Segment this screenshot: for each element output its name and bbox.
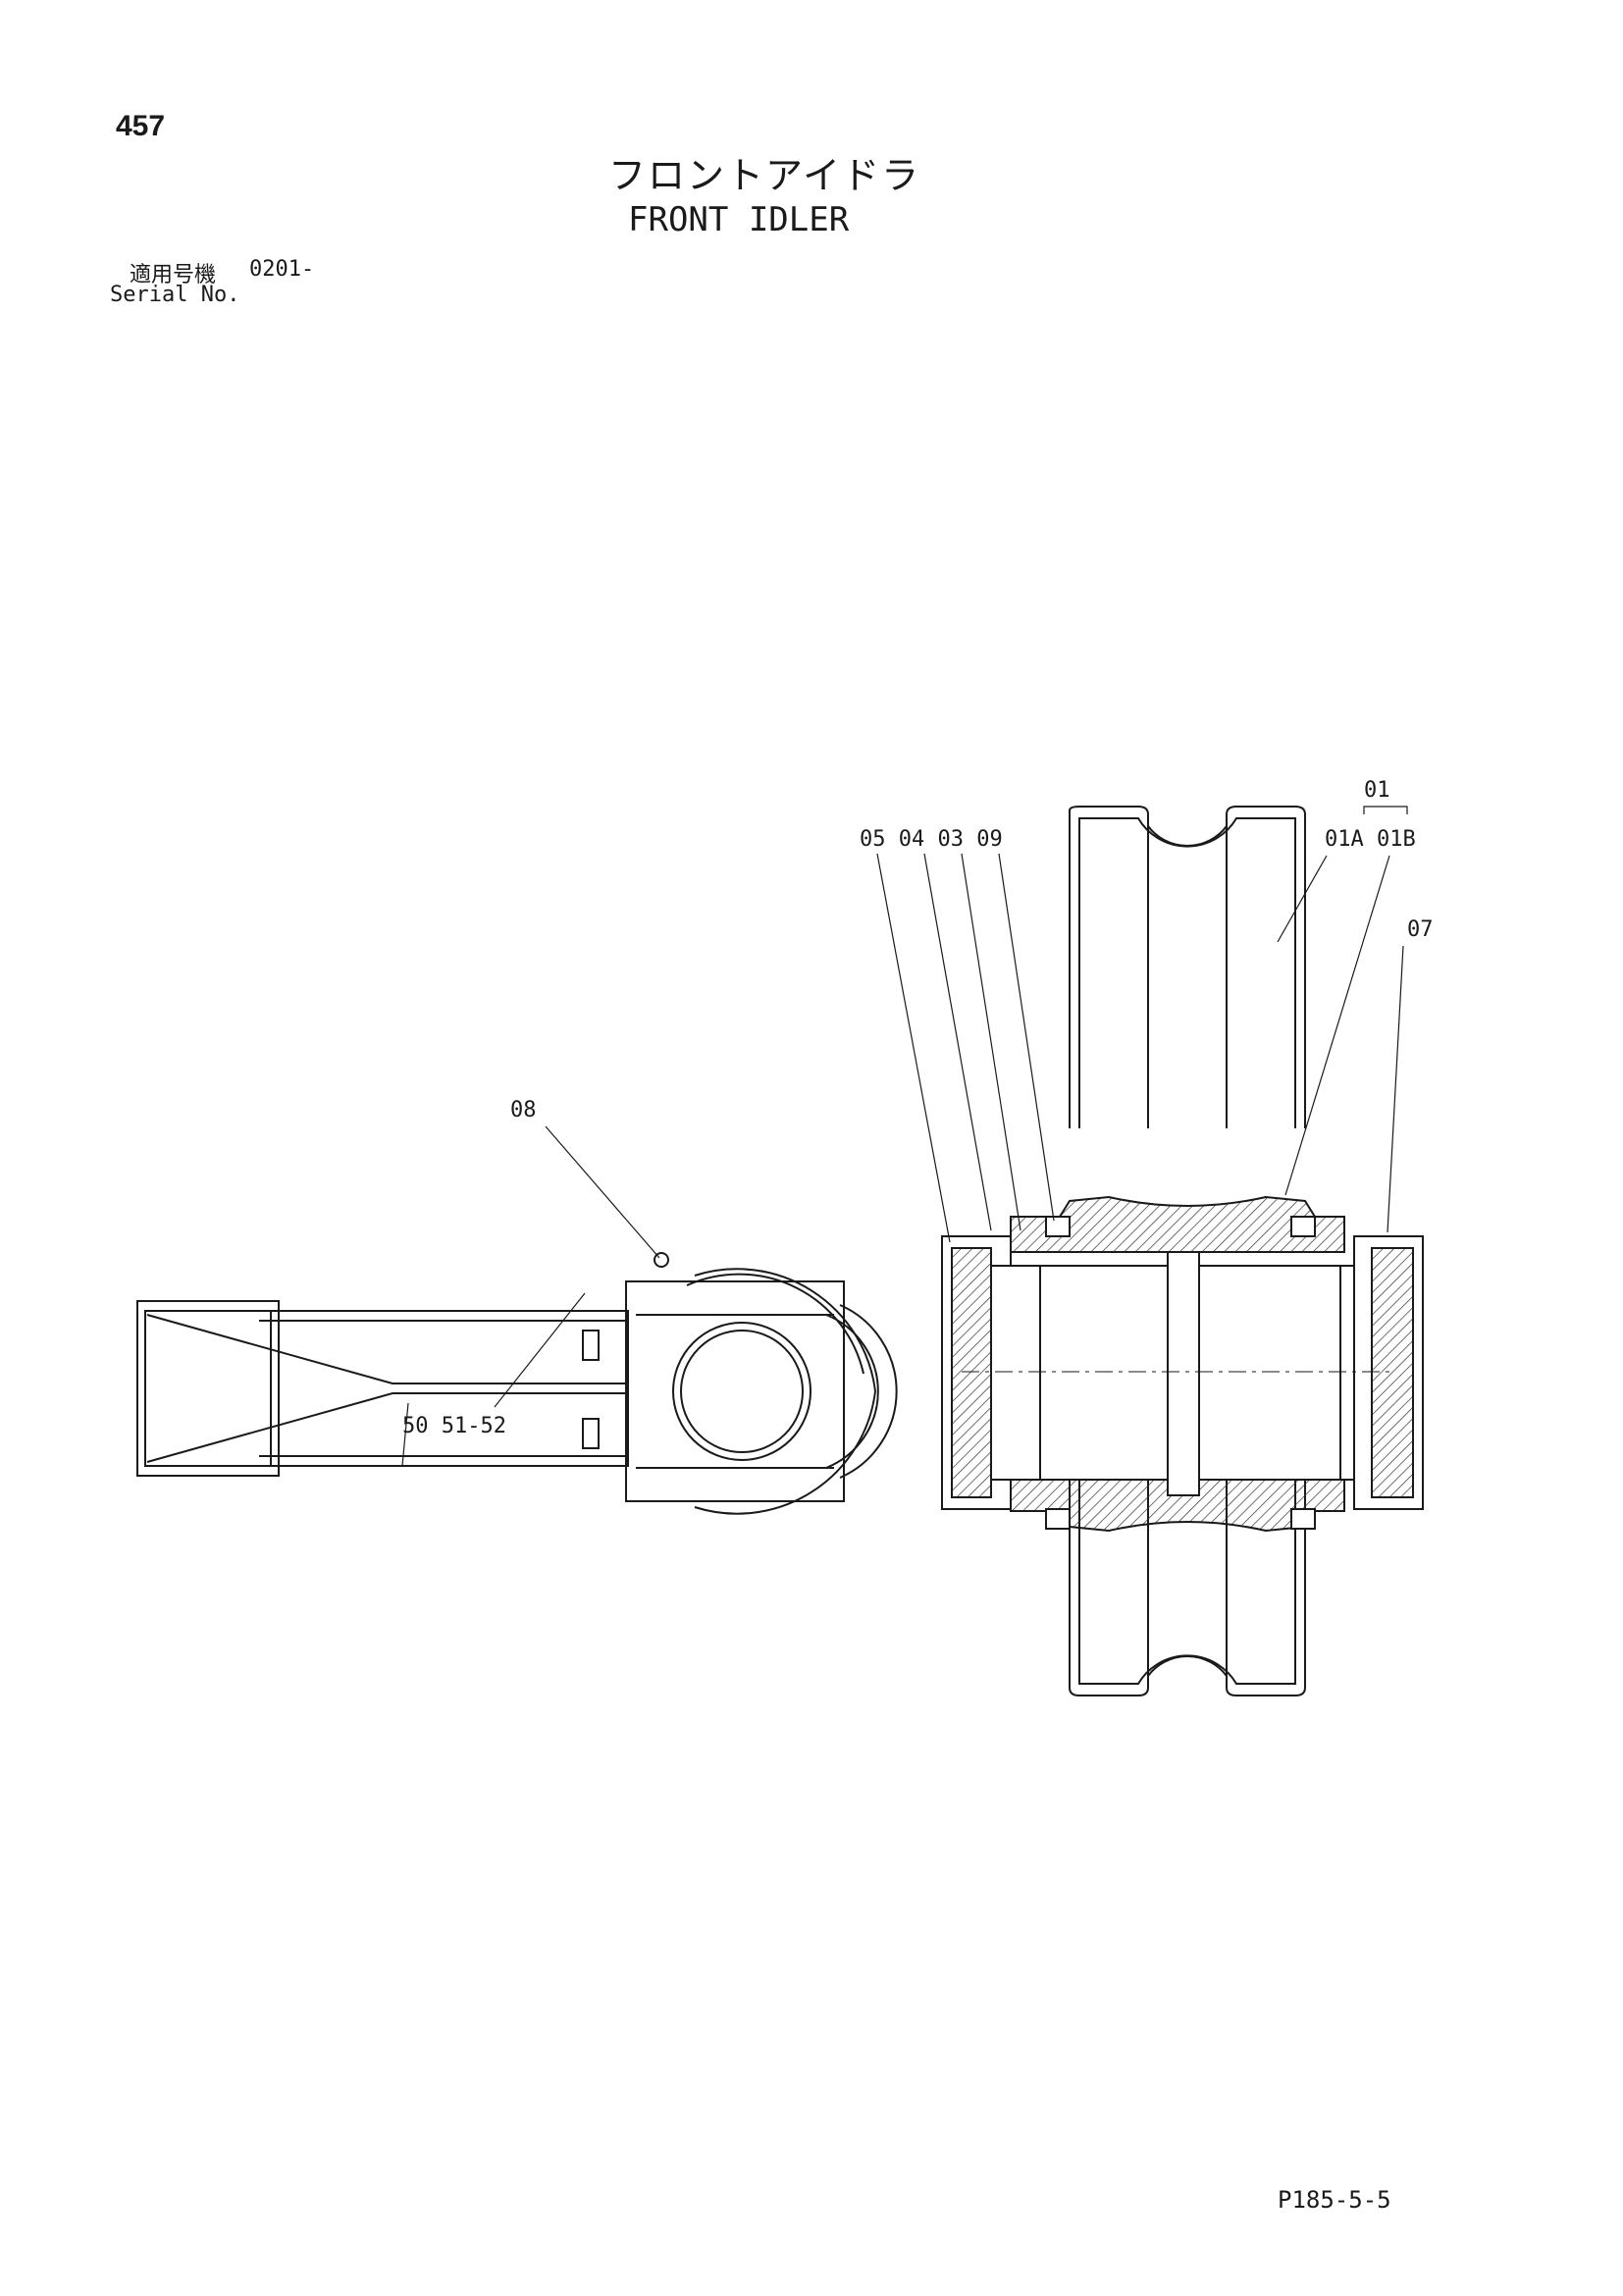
page-number: 457	[116, 110, 166, 142]
title-japanese: フロントアイドラ	[608, 154, 921, 197]
callout-01a-01b: 01A 01B	[1325, 827, 1416, 852]
serial-range: 0201-	[249, 257, 315, 282]
section-view-leaders	[876, 806, 1408, 1243]
left-view-leaders	[401, 1125, 660, 1467]
section-view-hub	[941, 1195, 1424, 1533]
callout-50-52: 50 51-52	[402, 1414, 506, 1438]
callout-05-09: 05 04 03 09	[860, 827, 1003, 852]
callout-07: 07	[1407, 917, 1434, 942]
side-view-yoke	[136, 1268, 898, 1515]
serial-label-english: Serial No.	[110, 283, 240, 307]
callout-08: 08	[510, 1098, 537, 1122]
title-english: FRONT IDLER	[628, 200, 850, 239]
callout-01: 01	[1364, 778, 1390, 803]
serial-label-japanese: 適用号機	[130, 263, 217, 287]
drawing-code: P185-5-5	[1278, 2186, 1391, 2214]
